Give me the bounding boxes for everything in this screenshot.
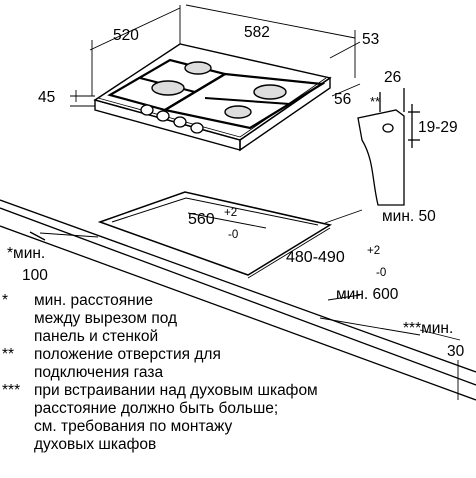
min-left-clearance-label: *мин. (7, 245, 45, 262)
min-left-clearance-value: 100 (22, 267, 48, 284)
dim-connection-offset: 26 (384, 69, 401, 86)
dim-cutout-depth: 480-490 +2 -0 (286, 245, 386, 279)
dim-depth: 582 (244, 24, 270, 41)
footnote-1-mark: * (2, 292, 9, 309)
dim-front-offset: 56 (334, 91, 351, 108)
gas-connection-bracket-icon (357, 88, 420, 206)
dim-connection-height: 19-29 (418, 119, 458, 136)
connection-marker: ** (370, 94, 380, 109)
countertop-back-edge-2 (0, 207, 476, 386)
footnote-3-line-1: при встраивании над духовым шкафом (34, 382, 318, 399)
footnote-2-line-1: положение отверстия для (34, 346, 221, 363)
min-bottom-clearance-label: ***мин. (403, 320, 453, 337)
countertop-front-line (0, 225, 476, 401)
footnote-2-mark: ** (2, 346, 15, 363)
footnote-3-line-2: расстояние должно быть больше; (34, 400, 279, 417)
cutout-outline (97, 191, 332, 276)
countertop-back-edge (0, 199, 476, 373)
svg-text:-0: -0 (228, 229, 238, 241)
gas-hob-icon (93, 43, 332, 152)
footnote-1-line-2: между вырезом под (34, 310, 178, 327)
dim-height: 45 (38, 89, 55, 106)
svg-text:-0: -0 (376, 267, 386, 279)
svg-text:+2: +2 (367, 245, 380, 257)
footnote-1-line-3: панель и стенкой (34, 328, 159, 345)
svg-text:+2: +2 (224, 207, 237, 219)
dim-width: 520 (113, 27, 139, 44)
control-knob-icon (140, 104, 204, 134)
dim-edge-offset: 53 (362, 31, 379, 48)
min-right-clearance: мин. 50 (382, 208, 436, 225)
svg-text:560: 560 (188, 211, 215, 228)
footnote-3-line-3: см. требования по монтажу (34, 418, 233, 435)
footnote-3-mark: *** (2, 382, 21, 399)
min-bottom-clearance-value: 30 (447, 343, 465, 360)
footnote-1-line-1: мин. расстояние (34, 292, 154, 309)
svg-text:480-490: 480-490 (286, 249, 345, 266)
dim-cutout-width: 560 +2 -0 (188, 207, 238, 241)
footnote-3-line-4: духовых шкафов (34, 436, 157, 453)
burner-icon (151, 61, 287, 119)
footnote-2-line-2: подключения газа (34, 364, 164, 381)
min-front-clearance: мин. 600 (336, 286, 399, 303)
